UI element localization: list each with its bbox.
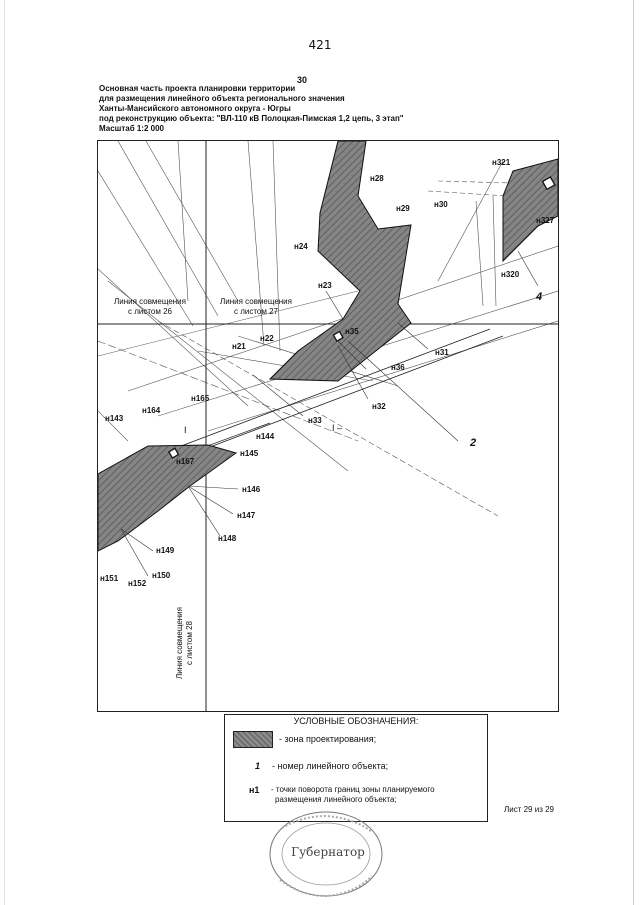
planning-map: н28 н29 н30 н24 н23 н22 н21 н35 н31 н36 … [98,141,558,711]
zone-right [502,158,558,263]
stamp-text: Губернатор [291,845,365,859]
point-label: н147 [237,511,256,520]
point-label: н36 [391,363,405,372]
legend-row-number: 1 - номер линейного объекта; [255,761,388,771]
legend-row-point: н1 - точки поворота границ зоны планируем… [249,785,435,805]
point-label: н29 [396,204,410,213]
point-label: н165 [191,394,210,403]
point-label: н152 [128,579,147,588]
point-label: н24 [294,242,308,251]
point-label: н151 [100,574,119,583]
zone-swatch [233,731,273,748]
header-line-2: для размещения линейного объекта региона… [99,94,345,103]
match-line-labels: Линия совмещения с листом 26 Линия совме… [114,297,292,679]
map-header: Основная часть проекта планировки террит… [99,84,519,134]
point-label: н327 [536,216,555,225]
scan-edge-right [633,0,634,905]
point-label: н30 [434,200,448,209]
point-label: н28 [370,174,384,183]
legend: УСЛОВНЫЕ ОБОЗНАЧЕНИЯ: - зона проектирова… [224,714,488,822]
point-label: н164 [142,406,161,415]
sheet-index: 30 [297,75,308,85]
point-label: н149 [156,546,175,555]
turn-point-labels: н28 н29 н30 н24 н23 н22 н21 н35 н31 н36 … [100,158,555,588]
zone-left [98,444,238,552]
turn-point-symbol: н1 [249,785,260,795]
legend-row-zone: - зона проектирования; [233,731,376,748]
match-line-28-label: с листом 28 [185,620,194,665]
legend-title: УСЛОВНЫЕ ОБОЗНАЧЕНИЯ: [293,716,419,726]
point-label: н21 [232,342,246,351]
point-label: н145 [240,449,259,458]
map-scale: Масштаб 1:2 000 [99,124,164,133]
section-marks: I I – [184,423,342,435]
header-line-4: под реконструкцию объекта: "ВЛ-110 кВ По… [99,114,404,123]
point-label: н321 [492,158,511,167]
point-label: н320 [501,270,520,279]
tower-markers [168,176,556,459]
header-line-3: Ханты-Мансийского автономного округа - Ю… [99,104,291,113]
match-lines [98,141,558,711]
header-line-1: Основная часть проекта планировки террит… [99,84,296,93]
point-leaders [120,250,539,577]
object-number-2: 2 [469,437,476,449]
sheet-footer: Лист 29 из 29 [504,805,554,814]
point-label: н150 [152,571,171,580]
point-label: н167 [176,457,195,466]
match-line-27-label: Линия совмещения [220,297,292,306]
match-line-26-label: Линия совмещения [114,297,186,306]
legend-point-label-2: размещения линейного объекта; [275,795,397,804]
legend-number-label: - номер линейного объекта; [272,761,389,771]
governor-seal: Губернатор [269,811,383,898]
project-zones [98,141,558,552]
object-number-4: 4 [535,291,542,303]
scan-edge-left [4,0,5,905]
zone-main [268,141,412,382]
point-label: н31 [435,348,449,357]
section-mark: I – [332,423,342,433]
object-number-symbol: 1 [255,761,261,771]
object-numbers: 2 4 [469,291,542,449]
legend-point-label-1: - точки поворота границ зоны планируемог… [271,785,435,794]
match-line-26-label: с листом 26 [128,307,173,316]
page-number: 421 [308,38,332,52]
map-frame: н28 н29 н30 н24 н23 н22 н21 н35 н31 н36 … [97,140,559,712]
point-label: н143 [105,414,124,423]
point-label: н32 [372,402,386,411]
point-label: н146 [242,485,261,494]
match-line-28-label: Линия совмещения [175,607,184,679]
section-mark: I [184,425,187,435]
point-label: н22 [260,334,274,343]
point-label: н148 [218,534,237,543]
legend-zone-label: - зона проектирования; [279,733,377,744]
point-label: н23 [318,281,332,290]
point-label: н144 [256,432,275,441]
point-label: н33 [308,416,322,425]
point-label: н35 [345,327,359,336]
match-line-27-label: с листом 27 [234,307,279,316]
